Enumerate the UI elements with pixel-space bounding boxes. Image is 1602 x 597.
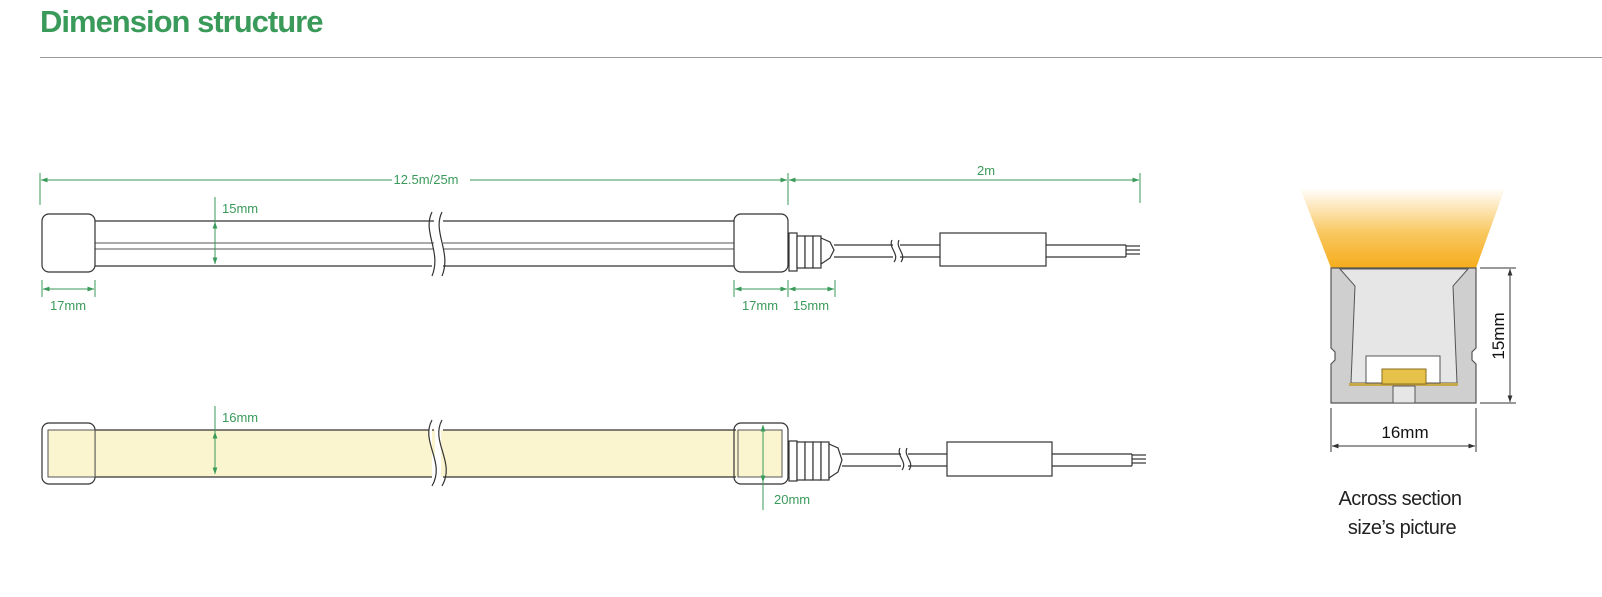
section-width-label: 16mm — [1381, 423, 1428, 442]
top-strip-view — [39, 173, 1141, 297]
light-glow — [1300, 188, 1505, 268]
section-caption-line2: size’s picture — [1348, 517, 1457, 539]
cross-section — [1300, 188, 1516, 452]
section-caption-line1: Across section — [1338, 488, 1461, 510]
total-length-label: 12.5m/25m — [393, 172, 458, 187]
right-cap-label: 17mm — [742, 298, 778, 313]
left-cap-label: 17mm — [50, 298, 86, 313]
connector-label: 15mm — [793, 298, 829, 313]
section-height-label: 15mm — [1489, 312, 1508, 359]
cable-length-label: 2m — [977, 163, 995, 178]
bottom-strip-view — [41, 406, 1146, 510]
title-rule — [40, 57, 1602, 58]
led-chip — [1381, 368, 1427, 385]
page-title: Dimension structure — [40, 4, 323, 39]
top-height-label: 15mm — [222, 201, 258, 216]
bottom-width-label: 16mm — [222, 410, 258, 425]
cap-height-label: 20mm — [774, 492, 810, 507]
